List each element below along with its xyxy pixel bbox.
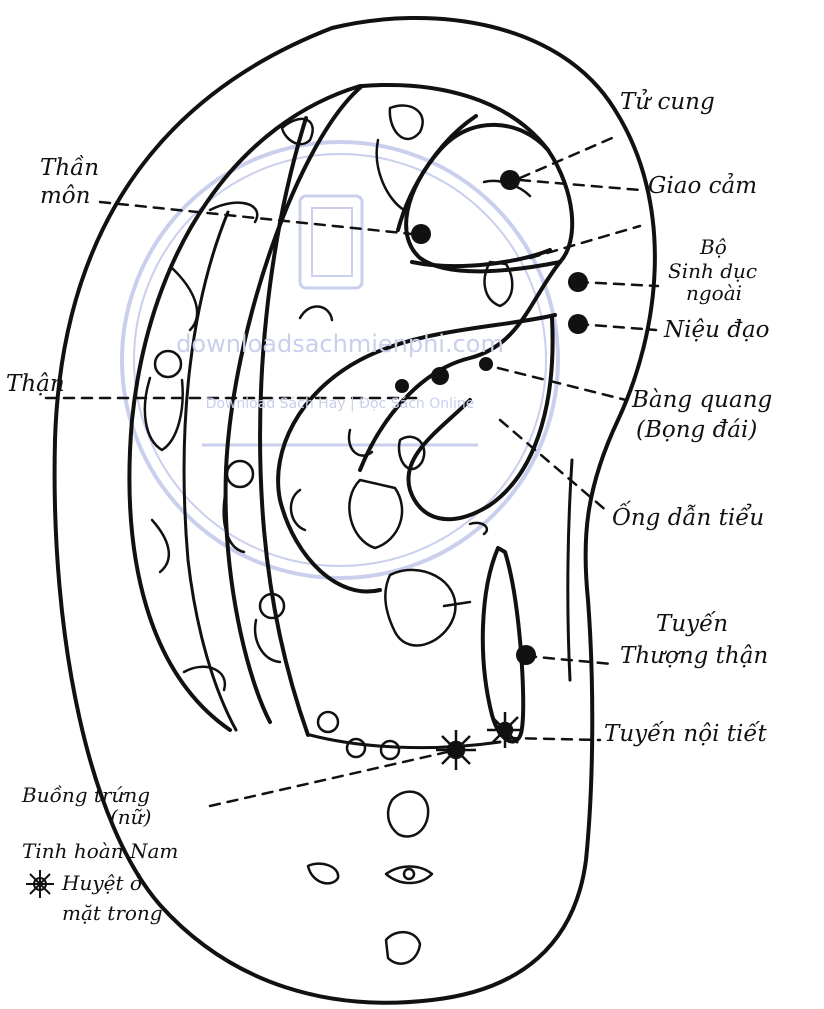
label-bong-dai: (Bọng đái)	[636, 418, 757, 443]
label-huyet: Huyệt ở	[62, 872, 142, 894]
label-tuyen-noi-tiet: Tuyến nội tiết	[604, 722, 767, 747]
point-ong-dan-tieu-b	[479, 357, 493, 371]
label-tuyen: Tuyến	[656, 612, 728, 637]
upper-crus	[362, 85, 572, 262]
point-sinh-duc	[568, 272, 588, 292]
label-thuong-than: Thượng thận	[620, 644, 768, 669]
point-nieu-dao	[568, 314, 588, 334]
lobe-edge	[310, 735, 500, 748]
point-than-mon	[411, 224, 431, 244]
watermark-site: downloadsachmienphi.com	[176, 330, 504, 358]
label-mat-trong: mặt trong	[62, 902, 163, 924]
watermark-seal	[122, 142, 558, 578]
antitragus-edge	[568, 460, 572, 680]
point-bang-quang	[431, 367, 449, 385]
endocrine-starburst	[487, 712, 523, 748]
label-nieu-dao: Niệu đạo	[664, 318, 770, 343]
watermark-tagline: Download Sách Hay | Đọc Sách Online	[206, 396, 475, 412]
label-than-mon-1: Thần	[40, 156, 99, 181]
label-nu: (nữ)	[110, 806, 151, 828]
point-giao-cam	[500, 170, 520, 190]
ovary-starburst	[436, 730, 476, 770]
label-buong-trung: Buồng trứng	[22, 784, 150, 806]
acupoint-dots	[395, 170, 588, 665]
tragus	[483, 548, 523, 742]
label-giao-cam: Giao cảm	[648, 174, 757, 199]
label-tu-cung: Tử cung	[620, 90, 715, 115]
label-than-mon-2: môn	[40, 184, 90, 209]
legend-starburst	[26, 870, 54, 898]
point-thuong-than	[516, 645, 536, 665]
label-tinh-hoan: Tinh hoàn Nam	[22, 840, 178, 862]
label-than: Thận	[6, 372, 65, 397]
label-bang-quang: Bàng quang	[632, 388, 772, 413]
label-ong-dan-tieu: Ống dẫn tiểu	[612, 506, 764, 531]
label-ngoai: ngoài	[686, 282, 742, 304]
label-bo: Bộ	[700, 236, 727, 258]
label-sinh-duc: Sinh dục	[668, 260, 757, 282]
point-ong-dan-tieu-a	[395, 379, 409, 393]
